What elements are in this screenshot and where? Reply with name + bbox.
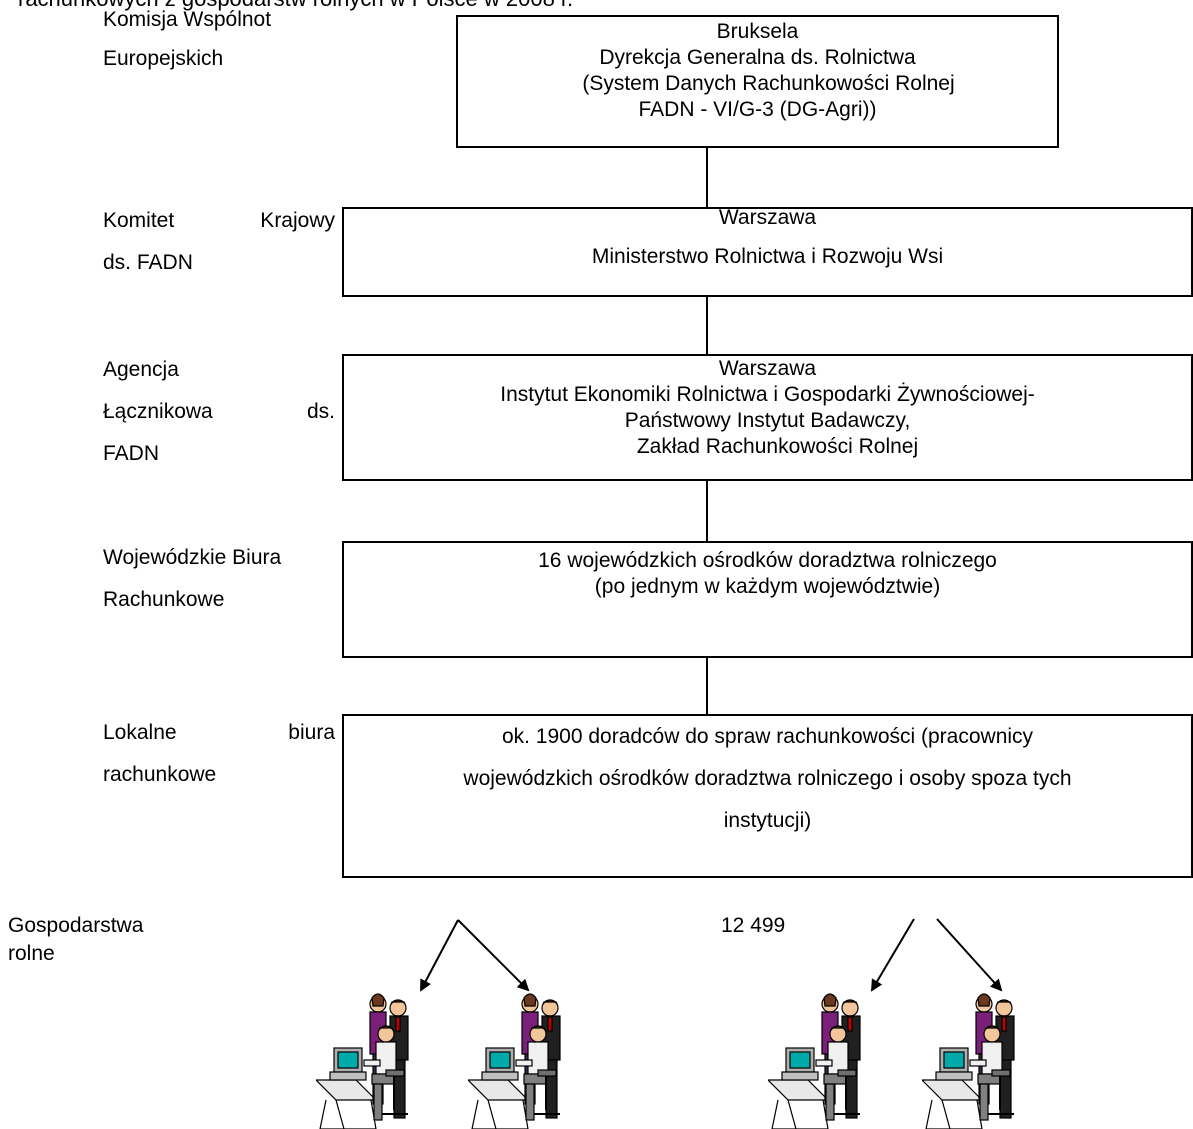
box-line: Instytut Ekonomiki Rolnictwa i Gospodark… xyxy=(500,383,1035,406)
farms-count: 12 499 xyxy=(721,914,786,937)
box-line: Państwowy Instytut Badawczy, xyxy=(624,409,911,432)
box-line: (System Danych Rachunkowości Rolnej xyxy=(582,72,955,95)
connector-line xyxy=(706,297,708,354)
box-line: instytucji) xyxy=(723,809,812,832)
box-line: Bruksela xyxy=(716,20,799,43)
box-line: 16 wojewódzkich ośrodków doradztwa rolni… xyxy=(538,549,997,572)
label-line: Komitet Krajowy xyxy=(103,209,335,232)
label-line: Agencja xyxy=(103,358,179,381)
box-institute: Warszawa Instytut Ekonomiki Rolnictwa i … xyxy=(342,354,1193,481)
box-line: Warszawa xyxy=(718,206,817,229)
box-brussels: Bruksela Dyrekcja Generalna ds. Rolnictw… xyxy=(456,15,1059,148)
level-label-liaison-agency: Agencja Łącznikowa ds. FADN xyxy=(103,349,335,475)
connector-line xyxy=(706,481,708,541)
label-line: ds. FADN xyxy=(103,251,193,274)
label-line: rachunkowe xyxy=(103,763,217,786)
level-label-local-offices: Lokalne biura rachunkowe xyxy=(103,712,335,796)
arrow-right-2 xyxy=(936,918,1003,992)
label-line: rolne xyxy=(8,942,55,965)
level-label-commission: Komisja Wspólnot Europejskich xyxy=(103,0,335,78)
box-line: ok. 1900 doradców do spraw rachunkowości… xyxy=(501,725,1034,748)
page-heading: rachunkowych z gospodarstw rolnych w Pol… xyxy=(18,0,573,12)
label-line: Rachunkowe xyxy=(103,588,225,611)
office-workers-icon xyxy=(468,993,561,1129)
connector-line xyxy=(706,148,708,207)
label-line: Europejskich xyxy=(103,47,224,70)
box-advisors: ok. 1900 doradców do spraw rachunkowości… xyxy=(342,714,1193,878)
label-line: Komisja Wspólnot xyxy=(103,8,272,31)
level-label-regional-offices: Wojewódzkie Biura Rachunkowe xyxy=(103,537,335,621)
office-workers-icon xyxy=(316,993,409,1129)
box-line: FADN - VI/G-3 (DG-Agri)) xyxy=(638,98,877,121)
box-line: (po jednym w każdym województwie) xyxy=(594,575,941,598)
label-line: Lokalne biura xyxy=(103,721,335,744)
box-line: Ministerstwo Rolnictwa i Rozwoju Wsi xyxy=(591,245,944,268)
box-line: wojewódzkich ośrodków doradztwa rolnicze… xyxy=(463,767,1072,790)
arrow-left-2 xyxy=(870,918,915,992)
arrow-left-1 xyxy=(420,919,459,992)
label-line: Wojewódzkie Biura xyxy=(103,546,282,569)
level-label-national-committee: Komitet Krajowy ds. FADN xyxy=(103,200,335,284)
box-regional-centers: 16 wojewódzkich ośrodków doradztwa rolni… xyxy=(342,541,1193,658)
box-ministry: Warszawa Ministerstwo Rolnictwa i Rozwoj… xyxy=(342,206,1193,297)
label-line: FADN xyxy=(103,442,160,465)
box-line: Dyrekcja Generalna ds. Rolnictwa xyxy=(599,46,916,69)
level-label-farms: Gospodarstwa rolne xyxy=(8,912,143,968)
box-line: Warszawa xyxy=(718,357,817,380)
box-line: Zakład Rachunkowości Rolnej xyxy=(636,435,919,458)
label-line: Gospodarstwa xyxy=(8,914,144,937)
connector-line xyxy=(706,658,708,714)
arrow-right-1 xyxy=(457,919,530,992)
office-workers-icon xyxy=(922,993,1015,1129)
label-line: Łącznikowa ds. xyxy=(103,400,335,423)
office-workers-icon xyxy=(768,993,861,1129)
